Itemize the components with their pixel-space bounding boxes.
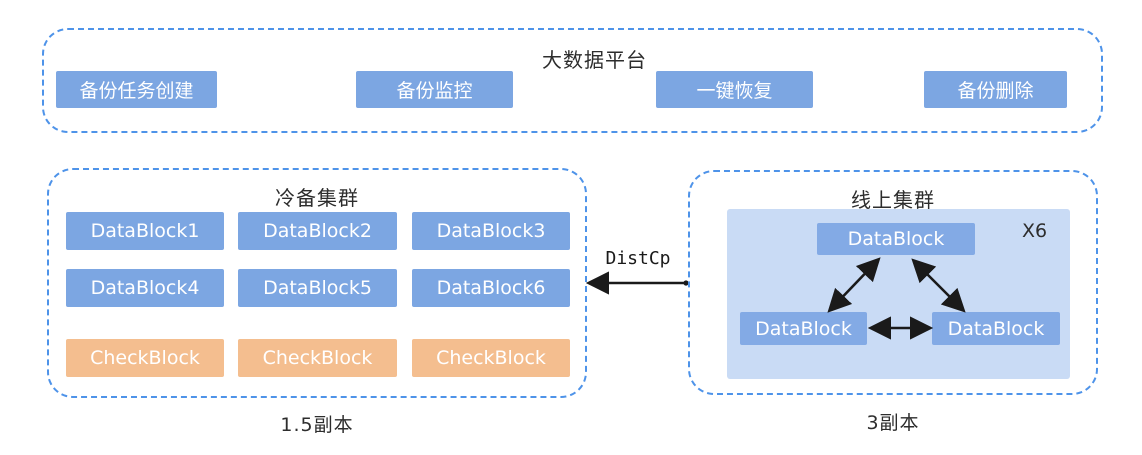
cold-cluster-caption: 1.5副本 (280, 414, 354, 436)
checkblock1-node: CheckBlock (66, 339, 224, 377)
online-cluster-box: 线上集群 X6 DataBlock DataBlock DataBlock (688, 170, 1098, 395)
replica-multiplier-label: X6 (1022, 220, 1048, 242)
backup-monitor-button[interactable]: 备份监控 (356, 71, 513, 108)
datablock5-node: DataBlock5 (238, 269, 397, 307)
datablock3-node: DataBlock3 (412, 212, 570, 250)
checkblock2-node: CheckBlock (238, 339, 397, 377)
one-click-restore-button[interactable]: 一键恢复 (656, 71, 813, 108)
distcp-label: DistCp (605, 248, 671, 269)
datablock2-node: DataBlock2 (238, 212, 397, 250)
online-cluster-caption: 3副本 (866, 412, 920, 434)
platform-box: 大数据平台 (42, 28, 1103, 133)
online-datablock-right-node: DataBlock (932, 312, 1060, 345)
online-cluster-title: 线上集群 (851, 188, 935, 212)
online-datablock-top-node: DataBlock (817, 223, 975, 255)
cold-cluster-box: 冷备集群 DataBlock1 DataBlock2 DataBlock3 Da… (47, 168, 587, 398)
backup-delete-button[interactable]: 备份删除 (924, 71, 1067, 108)
datablock6-node: DataBlock6 (412, 269, 570, 307)
datablock4-node: DataBlock4 (66, 269, 224, 307)
platform-title: 大数据平台 (542, 48, 647, 72)
cold-cluster-title: 冷备集群 (275, 186, 359, 210)
datablock1-node: DataBlock1 (66, 212, 224, 250)
replication-arrows-icon (827, 257, 966, 340)
backup-task-create-button[interactable]: 备份任务创建 (56, 71, 217, 108)
online-datablock-left-node: DataBlock (740, 312, 867, 345)
distcp-arrow-icon (585, 271, 689, 295)
checkblock3-node: CheckBlock (412, 339, 570, 377)
